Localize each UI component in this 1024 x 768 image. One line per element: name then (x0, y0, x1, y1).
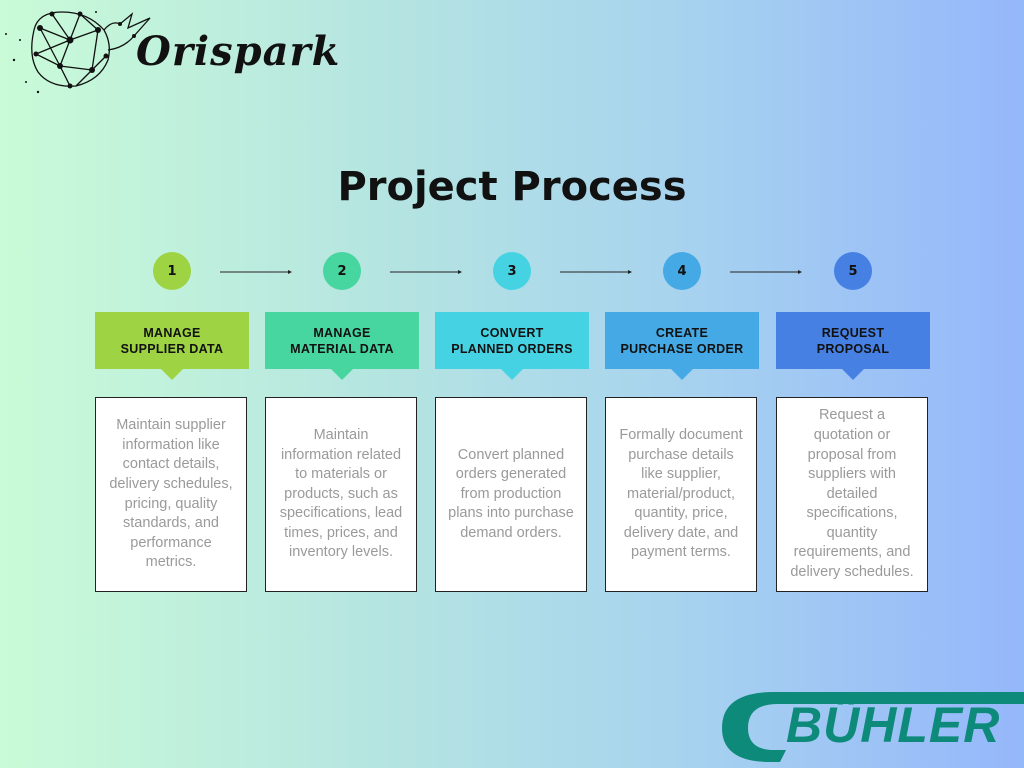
step-heading: MANAGE SUPPLIER DATA (95, 312, 249, 380)
orispark-logo: Orispark (0, 0, 340, 110)
step-description: Maintain information related to material… (279, 426, 403, 561)
step-description-card: Formally document purchase details like … (605, 397, 757, 592)
buhler-logo-mark (722, 692, 1024, 762)
step-description-card: Maintain information related to material… (265, 397, 417, 592)
partner-logo-text: BÜHLER (786, 697, 1001, 753)
arrow-right-icon (390, 270, 462, 274)
step-heading-label: CREATE PURCHASE ORDER (620, 325, 744, 356)
step-description: Maintain supplier information like conta… (109, 417, 233, 571)
step-heading-label: MANAGE MATERIAL DATA (290, 325, 394, 356)
step-heading-label: CONVERT PLANNED ORDERS (451, 325, 573, 356)
step-description: Convert planned orders generated from pr… (448, 446, 574, 541)
arrow-right-icon (220, 270, 292, 274)
step-number-badge: 2 (323, 252, 361, 290)
step-heading-label: REQUEST PROPOSAL (816, 325, 890, 356)
arrow-right-icon (560, 270, 632, 274)
brand-name: Orispark (136, 28, 341, 75)
step-number-badge: 4 (663, 252, 701, 290)
step-heading: MANAGE MATERIAL DATA (265, 312, 419, 380)
step-number-badge: 5 (834, 252, 872, 290)
step-heading: CONVERT PLANNED ORDERS (435, 312, 589, 380)
arrow-right-icon (730, 270, 802, 274)
step-heading-label: MANAGE SUPPLIER DATA (120, 325, 224, 356)
step-description: Formally document purchase details like … (619, 426, 743, 561)
step-description-card: Convert planned orders generated from pr… (435, 397, 587, 592)
step-number-badge: 1 (153, 252, 191, 290)
step-heading: CREATE PURCHASE ORDER (605, 312, 759, 380)
step-heading: REQUEST PROPOSAL (776, 312, 930, 380)
page-title: Project Process (337, 164, 687, 210)
step-number-badge: 3 (493, 252, 531, 290)
step-description-card: Maintain supplier information like conta… (95, 397, 247, 592)
whale-icon (5, 11, 151, 94)
step-description: Request a quotation or proposal from sup… (790, 407, 914, 581)
step-description-card: Request a quotation or proposal from sup… (776, 397, 928, 592)
